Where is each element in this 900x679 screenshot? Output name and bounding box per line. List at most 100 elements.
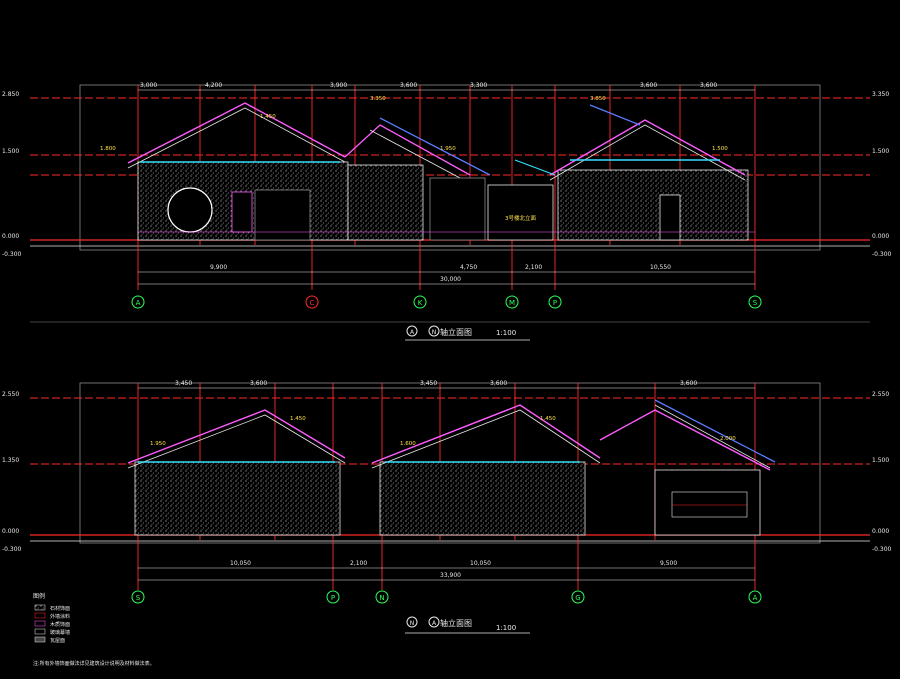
callout-label: 1.800 [100, 146, 116, 152]
top-dim-label: 3,000 [140, 82, 157, 89]
legend-swatch [34, 628, 46, 635]
callout-label: 2.000 [720, 436, 736, 442]
axis-label: S [753, 299, 758, 307]
legend: 图例 石材饰面 外墙涂料 木质饰面 玻璃幕墙 瓦屋面 注:所有外墙饰面做法详见建… [33, 592, 155, 667]
bottom-elevation: 3,450 3,600 3,450 3,600 3,600 10,050 2,1… [2, 380, 892, 634]
opening [254, 189, 311, 241]
legend-item-label: 瓦屋面 [50, 638, 65, 644]
callout-label: 1.450 [540, 416, 556, 422]
roof-line-inner [549, 124, 746, 181]
title-axis-bubble [428, 616, 440, 628]
total-dim-label: 33,900 [440, 572, 461, 579]
canopy [514, 159, 556, 176]
level-label: 1.500 [2, 148, 19, 155]
level-label: 2.550 [2, 391, 19, 398]
opening [429, 177, 486, 241]
roof-line-blue [589, 104, 641, 126]
axis-label: A [136, 299, 141, 307]
roof-line-inner [654, 404, 771, 469]
title-axis-start: A [410, 329, 415, 336]
roof-line [549, 119, 746, 176]
callout-label: 1.500 [712, 146, 728, 152]
bottom-dim-label: 9,900 [210, 264, 227, 271]
roof-line-inner [127, 107, 346, 169]
level-label: 1.500 [872, 148, 889, 155]
level-label: 1.500 [872, 457, 889, 464]
callout-label: 1.950 [440, 146, 456, 152]
level-label: 0.000 [872, 528, 889, 535]
title-axis-start: N [410, 620, 415, 627]
top-dim-label: 3,300 [470, 82, 487, 89]
legend-title: 图例 [33, 592, 45, 600]
axis-label: G [575, 594, 580, 602]
axis-bubbles [131, 590, 762, 604]
axis-label: P [553, 299, 557, 307]
pavilion-screen [671, 491, 748, 518]
axis-label: M [509, 299, 515, 307]
callout-label: 1.450 [290, 416, 306, 422]
legend-swatch [34, 604, 46, 611]
elevation-scale: 1:100 [496, 624, 516, 632]
roof-line-inner [127, 414, 346, 469]
bottom-dim-label: 10,550 [650, 264, 671, 271]
level-label: -0.300 [2, 251, 22, 258]
frame-outline [79, 382, 821, 544]
bottom-dim-label: 4,750 [460, 264, 477, 271]
elevation-title: 轴立面图 [440, 618, 472, 628]
top-dim-label: 3,900 [330, 82, 347, 89]
top-dim-label: 3,450 [420, 380, 437, 387]
bottom-dim-label: 2,100 [350, 560, 367, 567]
roof-line-inner [369, 129, 461, 179]
callout-label: 1.600 [400, 441, 416, 447]
roof-line-inner [371, 409, 601, 469]
legend-swatch [34, 612, 46, 619]
elevation-scale: 1:100 [496, 329, 516, 337]
wall-block [557, 169, 749, 241]
axis-label: S [136, 594, 141, 602]
level-label: 3.350 [872, 91, 889, 98]
legend-swatch [34, 620, 46, 627]
title-axis-bubble [406, 325, 418, 337]
total-dim-label: 30,000 [440, 276, 461, 283]
roof-line-blue [379, 117, 491, 176]
roof-line-blue [654, 399, 776, 463]
wall-block [134, 461, 341, 536]
bottom-dim-label: 10,050 [470, 560, 491, 567]
axis-label: A [753, 594, 758, 602]
top-elevation: 3,000 4,200 3,900 3,600 3,300 3,600 3,60… [2, 82, 892, 341]
wall-block [379, 461, 586, 536]
callout-label: 3.350 [370, 96, 386, 102]
callout-label: 1.450 [260, 114, 276, 120]
top-dim-label: 3,600 [640, 82, 657, 89]
wall-block [347, 164, 424, 241]
level-label: 0.000 [872, 233, 889, 240]
callout-label: 3.850 [590, 96, 606, 102]
note-label: 3号楼北立面 [505, 214, 536, 222]
legend-item-label: 木质饰面 [50, 621, 70, 628]
bottom-dim-label: 2,100 [525, 264, 542, 271]
top-dim-label: 3,600 [490, 380, 507, 387]
level-label: 2.550 [872, 391, 889, 398]
top-dim-label: 3,600 [400, 82, 417, 89]
level-label: -0.300 [872, 251, 892, 258]
level-label: 2.850 [2, 91, 19, 98]
top-dim-label: 3,600 [700, 82, 717, 89]
title-axis-bubble [428, 325, 440, 337]
axis-label: P [331, 594, 335, 602]
axis-label: C [310, 299, 315, 307]
roof-line [127, 409, 346, 464]
roof-line [344, 124, 471, 176]
bottom-dim-label: 9,500 [660, 560, 677, 567]
axis-label: K [418, 299, 423, 307]
frame-outline [79, 84, 821, 251]
axis-label: N [379, 594, 384, 602]
door [659, 194, 681, 241]
axis-bubbles [131, 295, 762, 309]
elevation-title: 轴立面图 [440, 327, 472, 337]
legend-note: 注:所有外墙饰面做法详见建筑设计说明及材料做法表。 [33, 660, 155, 667]
level-label: 0.000 [2, 233, 19, 240]
level-label: 1.350 [2, 457, 19, 464]
title-axis-end: A [432, 620, 437, 627]
top-dim-label: 3,450 [175, 380, 192, 387]
